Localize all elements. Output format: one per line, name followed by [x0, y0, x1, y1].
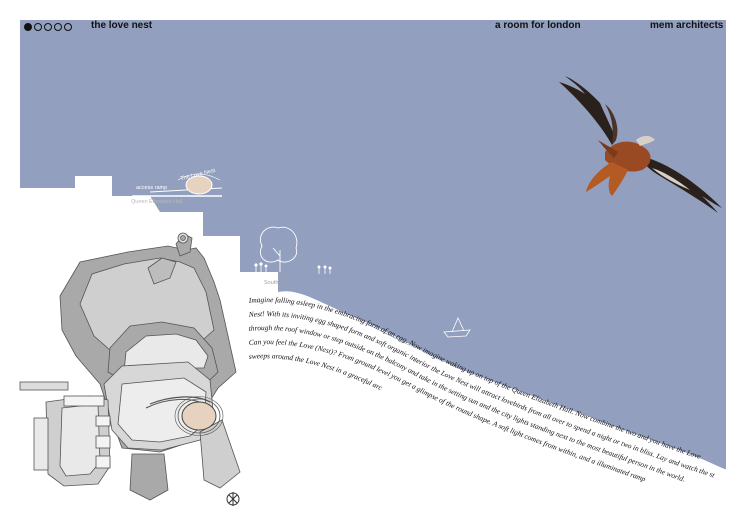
red-kite-bird [559, 76, 722, 213]
site-section [132, 173, 223, 197]
access-ramp-label: access ramp [136, 185, 167, 191]
page-dot-5[interactable] [64, 23, 72, 31]
love-nest-egg-section [185, 175, 213, 195]
people-figures [254, 262, 332, 274]
south-bank-label: South Bank [264, 280, 293, 286]
love-nest-egg-plan [181, 401, 217, 431]
project-link[interactable]: a room for london [495, 20, 581, 31]
queen-elizabeth-hall-label: Queen Elizabeth Hall [131, 199, 183, 205]
river-edge [239, 297, 727, 471]
sky-background [20, 20, 726, 470]
page-dot-2[interactable] [34, 23, 42, 31]
page-dot-3[interactable] [44, 23, 52, 31]
north-arrow-icon [226, 492, 240, 506]
boat-icon [443, 317, 471, 338]
studio-link[interactable]: mem architects [650, 20, 724, 31]
page-dot-4[interactable] [54, 23, 62, 31]
page-title-link[interactable]: the love nest [91, 20, 153, 31]
tree-icon [260, 226, 298, 272]
page-dot-1[interactable] [24, 23, 32, 31]
floor-plan [19, 232, 241, 501]
page-indicator [24, 21, 72, 33]
